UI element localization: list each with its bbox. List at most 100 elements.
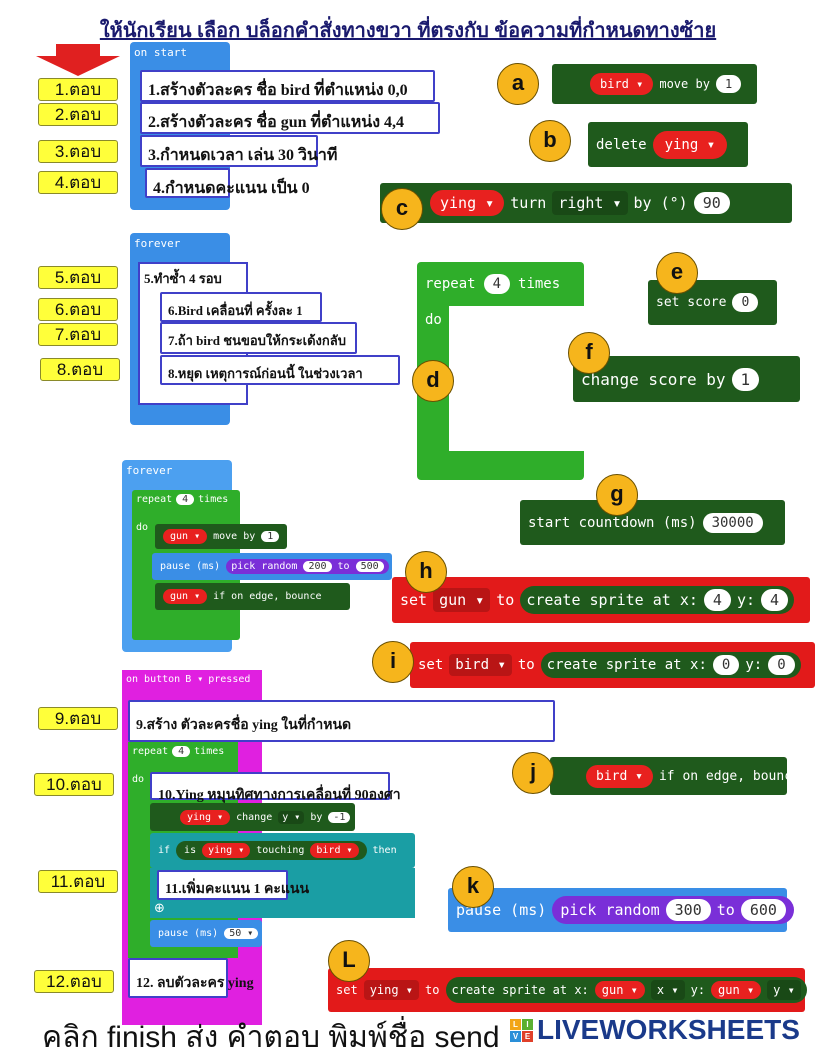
change-label: change: [236, 811, 273, 823]
on-button-label: on button: [126, 674, 181, 685]
choice-d-block[interactable]: repeat 4 times do: [417, 262, 584, 480]
variable-dropdown[interactable]: gun ▾: [433, 588, 491, 612]
times-label: times: [198, 494, 229, 505]
value-input[interactable]: 30000: [702, 512, 763, 533]
button-dropdown[interactable]: B ▾: [185, 674, 204, 685]
statement-text: 7.ถ้า bird ชนขอบให้กระเด้งกลับ: [168, 333, 346, 348]
answer-box-10[interactable]: 10.ตอบ: [34, 773, 114, 796]
random-to[interactable]: 500: [355, 561, 384, 572]
answer-box-8[interactable]: 8.ตอบ: [40, 358, 120, 381]
statement-4: 4.กำหนดคะแนน เป็น 0: [145, 168, 310, 198]
set-score-label: set score: [656, 295, 727, 310]
to-label: to: [517, 657, 535, 673]
choice-a-marker: a: [497, 63, 539, 105]
choice-c-block[interactable]: ying ▾ turn right ▾ by (°) 90: [380, 183, 792, 223]
pressed-label: pressed: [208, 674, 251, 685]
answer-box-5[interactable]: 5.ตอบ: [38, 266, 118, 289]
answer-box-7[interactable]: 7.ตอบ: [38, 323, 118, 346]
target-dropdown[interactable]: bird ▾: [310, 843, 359, 858]
pick-random: pick random 200 to 500: [226, 559, 389, 574]
choice-g-block[interactable]: start countdown (ms) 30000: [520, 500, 785, 545]
y-input[interactable]: 4: [761, 589, 789, 611]
statement-8: 8.หยุด เหตุการณ์ก่อนนี้ ในช่วงเวลา: [160, 355, 400, 385]
property-dropdown[interactable]: y ▾: [278, 810, 305, 824]
choice-k-block[interactable]: pause (ms) pick random 300 to 600: [448, 888, 794, 932]
choice-l-block[interactable]: set ying ▾ to create sprite at x: gun ▾ …: [328, 968, 807, 1012]
sprite-dropdown[interactable]: gun ▾: [163, 529, 208, 544]
x-input[interactable]: 4: [703, 589, 731, 611]
change-value[interactable]: -1: [328, 811, 351, 823]
move-value[interactable]: 1: [261, 531, 280, 542]
direction-dropdown[interactable]: right ▾: [552, 191, 628, 215]
ying-change-y-block: ying ▾ change y ▾ by -1: [150, 803, 355, 831]
statement-text: 10.Ying หมุนทิศทางการเคลื่อนที่ 90องศา: [158, 788, 401, 803]
repeat-label: repeat: [136, 494, 173, 505]
random-from[interactable]: 300: [665, 899, 711, 921]
statement-11: 11.เพิ่มคะแนน 1 คะแนน: [157, 870, 309, 900]
repeat-slot: [449, 306, 584, 451]
answer-box-2[interactable]: 2.ตอบ: [38, 103, 118, 126]
choice-j-block[interactable]: bird ▾ if on edge, bounce: [550, 757, 800, 795]
answer-box-4[interactable]: 4.ตอบ: [38, 171, 118, 194]
edge-bounce-label: if on edge, bounce: [213, 591, 322, 602]
random-to[interactable]: 600: [740, 899, 786, 921]
on-start-label: on start: [134, 46, 187, 59]
statement-text: 6.Bird เคลื่อนที่ ครั้งละ 1: [168, 303, 303, 318]
choice-f-block[interactable]: change score by 1: [573, 356, 800, 402]
statement-text: 4.กำหนดคะแนน เป็น 0: [153, 180, 310, 197]
variable-dropdown[interactable]: bird ▾: [449, 654, 512, 676]
repeat-header: repeat 4 times: [132, 490, 232, 509]
y-input[interactable]: 0: [768, 655, 795, 675]
choice-b-marker: b: [529, 120, 571, 162]
answer-box-3[interactable]: 3.ตอบ: [38, 140, 118, 163]
logo-tile: L: [510, 1018, 521, 1030]
is-label: is: [184, 845, 197, 856]
x-sprite-dropdown[interactable]: gun ▾: [594, 981, 645, 999]
choice-h-block[interactable]: set gun ▾ to create sprite at x: 4 y: 4: [392, 577, 810, 623]
move-by-label: move by: [213, 531, 256, 542]
forever-label: forever: [134, 237, 181, 250]
sprite-dropdown[interactable]: ying ▾: [180, 809, 231, 825]
choice-a-block[interactable]: bird ▾ move by 1: [552, 64, 757, 104]
sprite-dropdown[interactable]: ying ▾: [652, 130, 728, 159]
pause-dropdown[interactable]: 50 ▾: [224, 928, 259, 939]
answer-box-11[interactable]: 11.ตอบ: [38, 870, 118, 893]
sprite-dropdown[interactable]: bird ▾: [590, 73, 654, 95]
y-sprite-dropdown[interactable]: gun ▾: [711, 981, 762, 999]
statement-text: 3.กำหนดเวลา เล่น 30 วินาที: [148, 147, 338, 164]
statement-text: 11.เพิ่มคะแนน 1 คะแนน: [165, 882, 310, 897]
choice-h-marker: h: [405, 551, 447, 593]
add-else-icon[interactable]: ⊕: [154, 901, 165, 916]
sprite-dropdown[interactable]: ying ▾: [202, 843, 251, 858]
statement-9: 9.สร้าง ตัวละครชื่อ ying ในที่กำหนด: [128, 700, 555, 742]
choice-i-block[interactable]: set bird ▾ to create sprite at x: 0 y: 0: [410, 642, 815, 688]
logo-tile: E: [522, 1030, 533, 1042]
repeat-count: 4: [176, 494, 195, 505]
answer-box-12[interactable]: 12.ตอบ: [34, 970, 114, 993]
sprite-dropdown[interactable]: gun ▾: [163, 589, 208, 604]
logo-text: LIVEWORKSHEETS: [537, 1014, 800, 1045]
choice-b-block[interactable]: delete ying ▾: [588, 122, 748, 167]
answer-box-6[interactable]: 6.ตอบ: [38, 298, 118, 321]
do-label: do: [136, 522, 149, 533]
forever-label: forever: [126, 464, 173, 477]
repeat-label: repeat: [425, 276, 476, 292]
value-input[interactable]: 1: [715, 75, 742, 93]
value-input[interactable]: 90: [693, 192, 730, 214]
sprite-dropdown[interactable]: bird ▾: [586, 764, 653, 788]
sprite-dropdown[interactable]: ying ▾: [430, 190, 505, 216]
do-label: do: [425, 312, 442, 328]
answer-box-9[interactable]: 9.ตอบ: [38, 707, 118, 730]
x-property-dropdown[interactable]: x ▾: [650, 980, 685, 1000]
x-input[interactable]: 0: [712, 655, 740, 675]
create-sprite-label: create sprite at x:: [451, 983, 589, 997]
value-input[interactable]: 1: [731, 367, 760, 391]
value-input[interactable]: 0: [732, 293, 759, 312]
y-property-dropdown[interactable]: y ▾: [767, 980, 801, 1000]
times-label: times: [194, 746, 225, 757]
random-from[interactable]: 200: [303, 561, 332, 572]
statement-2: 2.สร้างตัวละคร ชื่อ gun ที่ตำแหน่ง 4,4: [140, 102, 440, 134]
answer-box-1[interactable]: 1.ตอบ: [38, 78, 118, 101]
variable-dropdown[interactable]: ying ▾: [363, 980, 420, 1000]
repeat-count[interactable]: 4: [483, 274, 511, 294]
